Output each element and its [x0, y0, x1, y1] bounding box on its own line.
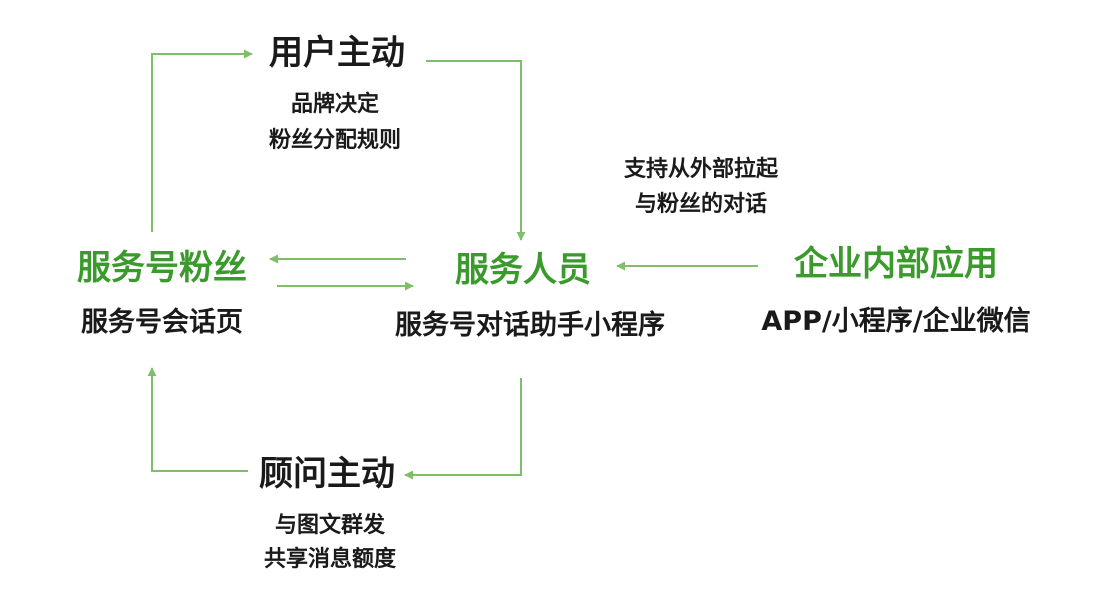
external-launch-note-line-1: 支持从外部拉起 — [623, 157, 779, 182]
arrow-fans-to-user-active — [151, 49, 253, 232]
service-fans-subtitle: 服务号会话页 — [81, 307, 243, 338]
enterprise-app-subtitle: APP/小程序/企业微信 — [761, 306, 1031, 337]
arrow-advisor-active-to-fans — [147, 367, 248, 472]
arrow-user-active-to-staff — [426, 60, 526, 241]
external-launch-note-line-2: 与粉丝的对话 — [634, 192, 768, 217]
service-fans-title: 服务号粉丝 — [77, 248, 247, 288]
service-staff-subtitle: 服务号对话助手小程序 — [395, 310, 665, 341]
advisor-active-note-line-2: 共享消息额度 — [263, 547, 397, 572]
user-active-note-line-2: 粉丝分配规则 — [268, 128, 402, 153]
enterprise-app-title: 企业内部应用 — [794, 244, 998, 284]
user-active-title: 用户主动 — [269, 33, 405, 73]
user-active-note-line-1: 品牌决定 — [290, 92, 380, 117]
advisor-active-note-line-1: 与图文群发 — [274, 513, 386, 538]
advisor-active-title: 顾问主动 — [259, 454, 395, 494]
arrow-staff-to-advisor-active — [404, 378, 522, 480]
service-staff-title: 服务人员 — [455, 250, 591, 290]
